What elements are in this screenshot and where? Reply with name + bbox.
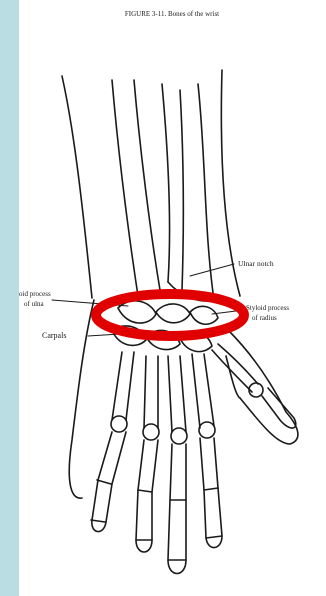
knuckle-2 — [199, 422, 215, 438]
metacarpal-4 — [144, 356, 158, 428]
figure-caption: FIGURE 3-11. Bones of the wrist — [125, 10, 219, 18]
label-carpals: Carpals — [42, 331, 66, 340]
knuckle-4 — [143, 424, 159, 440]
label-styloid-radius-2: of radius — [252, 314, 277, 322]
forearm-outline-left — [62, 76, 92, 298]
wrist-bones-figure: FIGURE 3-11. Bones of the wrist — [19, 0, 326, 596]
metacarpal-3 — [168, 356, 186, 432]
thumb-phalanx — [262, 388, 296, 428]
metacarpal-5 — [112, 352, 134, 420]
ulna-left-edge — [112, 80, 138, 296]
finger-ring — [136, 440, 158, 552]
label-ulnar-notch: Ulnar notch — [238, 259, 274, 268]
finger-middle — [168, 444, 186, 574]
carpal-1 — [118, 301, 156, 323]
little-finger-joints — [91, 480, 111, 522]
finger-index — [200, 438, 222, 548]
leader-ulnar-notch — [190, 264, 234, 276]
label-styloid-radius-1: Styloid process — [246, 304, 289, 312]
side-band — [0, 0, 19, 596]
radius-right-edge — [198, 84, 214, 300]
ulna-right-edge — [134, 80, 160, 290]
wrist-diagram: FIGURE 3-11. Bones of the wrist — [19, 0, 326, 596]
metacarpal-2 — [192, 354, 214, 428]
knuckle-5 — [111, 416, 127, 432]
label-styloid-ulna-2: of ulna — [24, 300, 45, 308]
middle-finger-joints — [168, 500, 186, 560]
radius-inner-line — [180, 90, 183, 290]
hand-outline-left — [69, 300, 94, 498]
radius-left-edge — [162, 84, 170, 282]
carpal-2 — [156, 304, 190, 323]
label-styloid-ulna-1: oid process — [19, 290, 51, 298]
highlight-ring — [96, 294, 244, 336]
carpal-3 — [190, 306, 218, 324]
finger-little — [92, 432, 126, 532]
knuckle-3 — [171, 428, 187, 444]
